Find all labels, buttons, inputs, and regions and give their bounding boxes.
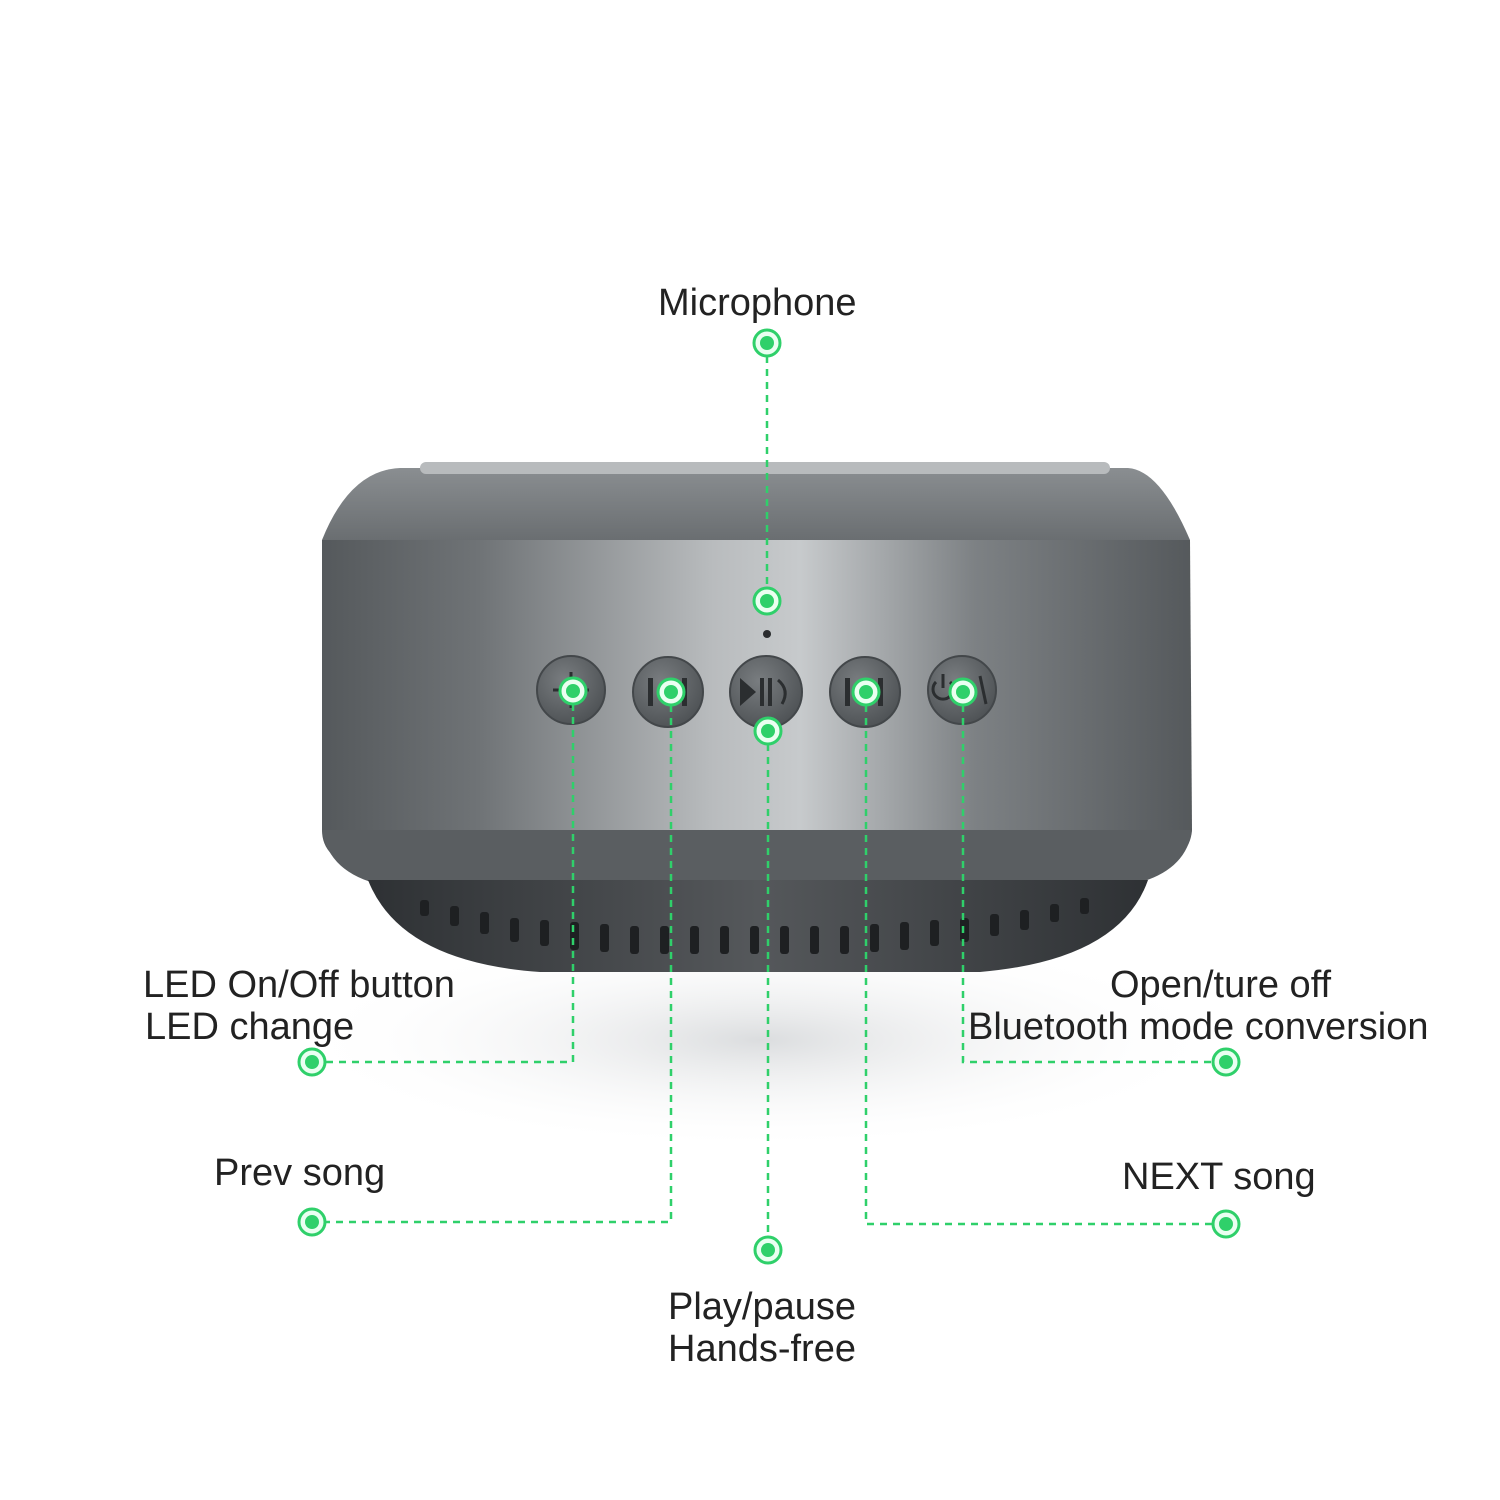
- next-song-label: NEXT song: [1122, 1156, 1316, 1198]
- next-song-label-text: NEXT song: [1122, 1156, 1316, 1198]
- play-pause-label: Play/pause Hands-free: [668, 1286, 856, 1370]
- led-label-line-2: LED change: [145, 1006, 355, 1048]
- play-label-line-1: Play/pause: [668, 1286, 857, 1328]
- speaker-top-cap: [322, 468, 1190, 540]
- prev-song-label: Prev song: [214, 1152, 385, 1194]
- callout-dots: [297, 328, 1241, 1265]
- microphone-label: Microphone: [658, 282, 857, 324]
- bluetooth-leader: [961, 692, 1226, 1064]
- microphone-hole: [763, 630, 771, 638]
- speaker-base-ring: [322, 830, 1192, 888]
- microphone-dot: [752, 586, 782, 616]
- bluetooth-mode-label: Open/ture off Bluetooth mode conversion: [968, 964, 1429, 1048]
- microphone-top-dot: [752, 328, 782, 358]
- next-button-dot: [851, 677, 881, 707]
- next-leader: [864, 692, 1226, 1226]
- grille-holes: [420, 898, 1089, 954]
- speaker-grille: [368, 880, 1148, 972]
- prev-song-label-text: Prev song: [214, 1152, 386, 1194]
- control-buttons: [536, 655, 997, 729]
- led-button-label: LED On/Off button LED change: [143, 964, 455, 1048]
- floor-reflection: [290, 930, 1230, 1150]
- play-label-line-2: Hands-free: [668, 1328, 856, 1370]
- bluetooth-label-line-2: Bluetooth mode conversion: [968, 1006, 1429, 1048]
- play-button-dot: [753, 716, 783, 746]
- led-button-dot: [558, 676, 588, 706]
- led-label-line-1: LED On/Off button: [143, 964, 455, 1006]
- microphone-label-text: Microphone: [658, 282, 857, 324]
- speaker-top-surface: [420, 462, 1110, 474]
- next-label-dot: [1211, 1209, 1241, 1239]
- prev-label-dot: [297, 1207, 327, 1237]
- play-label-dot: [753, 1235, 783, 1265]
- callout-lines: [312, 343, 1226, 1250]
- play-pause-call-icon: [740, 678, 787, 706]
- prev-button-dot: [656, 677, 686, 707]
- bluetooth-label-dot: [1211, 1047, 1241, 1077]
- led-label-dot: [297, 1047, 327, 1077]
- bluetooth-label-line-1: Open/ture off: [1110, 964, 1332, 1006]
- prev-leader: [312, 692, 673, 1224]
- power-button-dot: [948, 677, 978, 707]
- led-leader: [312, 691, 575, 1064]
